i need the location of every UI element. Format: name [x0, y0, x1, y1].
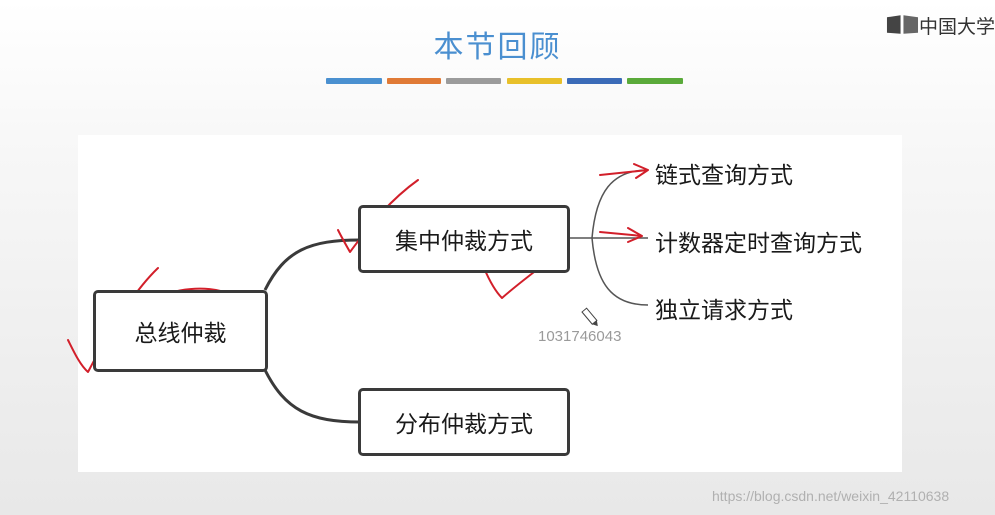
color-bar-4 [507, 78, 562, 84]
connector-root-distributed [263, 369, 361, 424]
node-distributed-arbitration: 分布仲裁方式 [358, 388, 570, 456]
arrow-counter [599, 227, 643, 243]
book-icon [886, 15, 919, 34]
leaf-counter-query: 计数器定时查询方式 [655, 231, 862, 257]
color-bar-5 [567, 78, 622, 84]
arrow-chain [599, 163, 649, 179]
brand-name: 中国大学 [918, 15, 995, 38]
connector-method-independent [591, 237, 649, 306]
node-bus-arbitration-label: 总线仲裁 [134, 321, 227, 347]
pen-cursor-icon [581, 307, 598, 327]
slide-title: 本节回顾 [433, 30, 562, 65]
node-distributed-label: 分布仲裁方式 [395, 412, 533, 438]
color-bar-3 [446, 78, 501, 84]
watermark-id: 1031746043 [538, 328, 622, 345]
leaf-chain-query: 链式查询方式 [655, 163, 793, 189]
color-bar-6 [627, 78, 683, 84]
connector-root-centralized [263, 238, 361, 291]
node-centralized-label: 集中仲裁方式 [395, 229, 533, 255]
leaf-independent-request: 独立请求方式 [655, 298, 793, 324]
color-bar-2 [387, 78, 441, 84]
check-mark-centralized [337, 179, 419, 253]
node-centralized-arbitration: 集中仲裁方式 [358, 205, 570, 273]
node-bus-arbitration: 总线仲裁 [93, 290, 268, 372]
brand-logo: 中国大学 [886, 10, 995, 40]
connector-method-chain [591, 169, 649, 239]
watermark-url: https://blog.csdn.net/weixin_42110638 [712, 488, 950, 504]
color-bar-1 [326, 78, 382, 84]
